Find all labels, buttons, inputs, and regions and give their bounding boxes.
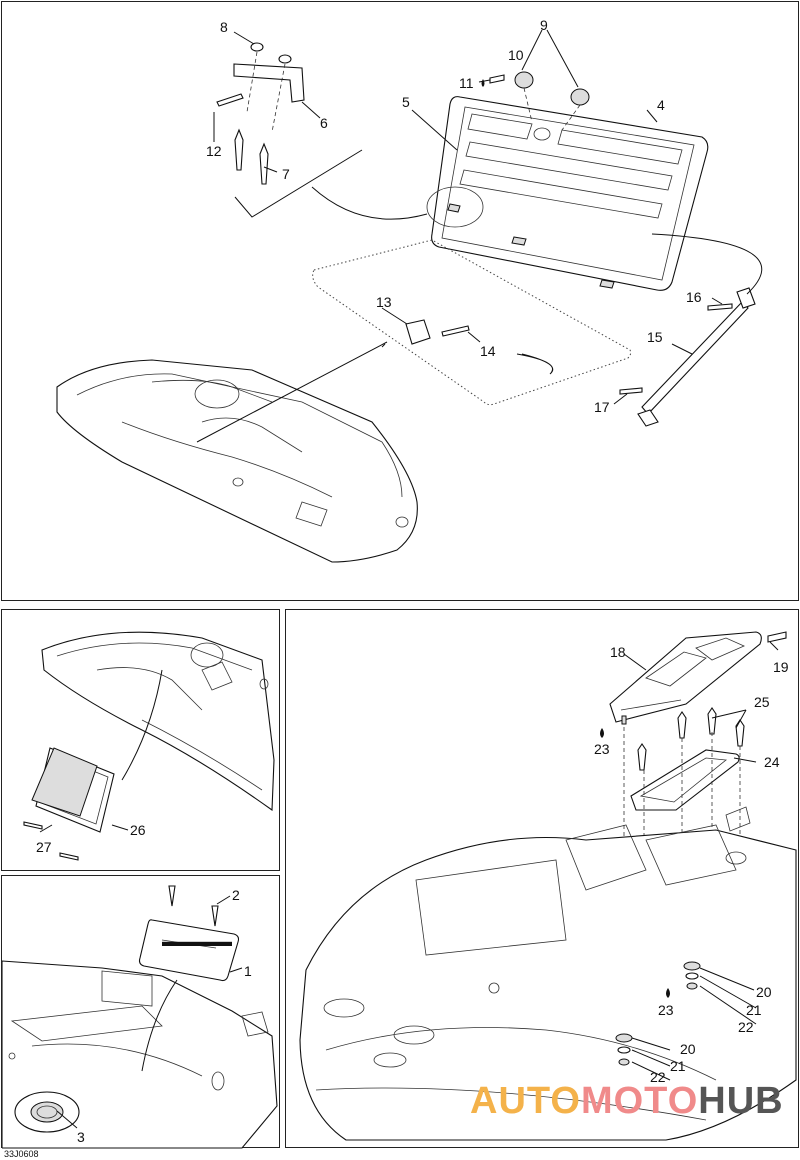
- callout-21-lower: 21: [670, 1058, 686, 1074]
- latch-knobs: [489, 29, 590, 131]
- callout-21-upper: 21: [746, 1002, 762, 1018]
- screw-2b: [211, 905, 219, 927]
- washer-stack-lower: [615, 1033, 633, 1066]
- screw-25b: [677, 711, 687, 739]
- hinge-bracket: [216, 42, 428, 220]
- callout-23-top: 23: [594, 741, 610, 757]
- callout-19: 19: [773, 659, 789, 675]
- screw-25d: [735, 719, 745, 747]
- callout-4: 4: [657, 97, 665, 113]
- boat-bow-view: [41, 631, 275, 812]
- callout-23-lower: 23: [658, 1002, 674, 1018]
- watermark-part-2: MOTO: [580, 1080, 699, 1122]
- callout-24: 24: [764, 754, 780, 770]
- callout-2: 2: [232, 887, 240, 903]
- deck-panel-drawing: 18 19 25 23 24 20 21 22 23 20 21 22: [299, 631, 797, 1141]
- callout-12: 12: [206, 143, 222, 159]
- callout-10: 10: [508, 47, 524, 63]
- hatch-cover-26: [31, 747, 115, 833]
- screw-25c: [707, 707, 717, 735]
- gas-spring: [516, 233, 763, 427]
- oil-drop-icon: [481, 79, 485, 87]
- callout-25: 25: [754, 694, 770, 710]
- callout-20-upper: 20: [756, 984, 772, 1000]
- callout-3: 3: [77, 1129, 85, 1145]
- callout-18: 18: [610, 644, 626, 660]
- callout-26: 26: [130, 822, 146, 838]
- boat-hull-top-view: [56, 341, 418, 563]
- screw-27b: [59, 852, 79, 861]
- deck-plate-1: ▬▬▬▬▬: [138, 919, 240, 982]
- callout-17: 17: [594, 399, 610, 415]
- watermark-text: AUTOMOTOHUB: [470, 1080, 784, 1123]
- callout-14: 14: [480, 343, 496, 359]
- rear-deck-panel: 18 19 25 23 24 20 21 22 23 20 21 22: [285, 609, 799, 1148]
- screw-27a: [23, 821, 43, 830]
- callout-16: 16: [686, 289, 702, 305]
- callout-15: 15: [647, 329, 663, 345]
- watermark-part-3: HUB: [698, 1080, 784, 1122]
- callout-11: 11: [459, 75, 474, 91]
- callout-22-upper: 22: [738, 1019, 754, 1035]
- boat-stern-deck: [299, 806, 797, 1141]
- deck-drain-3: [14, 1091, 80, 1133]
- oil-drop-icon-23a: [600, 728, 604, 738]
- washer-stack-upper: [683, 961, 701, 990]
- callout-7: 7: [282, 166, 290, 182]
- hatch-panel-drawing: 26 27: [23, 631, 275, 861]
- callout-22-lower: 22: [650, 1069, 666, 1085]
- cover-plate-panel: ▬▬▬▬▬ 2 1 3: [1, 875, 280, 1149]
- callout-20-lower: 20: [680, 1041, 696, 1057]
- top-callout-leaders: [213, 31, 723, 405]
- cover-panel-drawing: ▬▬▬▬▬ 2 1 3: [2, 885, 278, 1149]
- top-panel-drawing: 8 9 10 11 4 5 6 12 7 16 15 13 14 17: [56, 17, 763, 563]
- plate-logo: ▬▬▬▬▬: [162, 933, 232, 949]
- screw-25a: [637, 743, 647, 771]
- callout-8: 8: [220, 19, 228, 35]
- latch-and-screw: [405, 319, 470, 345]
- callout-6: 6: [320, 115, 328, 131]
- callout-13: 13: [376, 294, 392, 310]
- exploded-view-top-panel: 8 9 10 11 4 5 6 12 7 16 15 13 14 17: [1, 1, 799, 601]
- storage-tray-24: [630, 749, 740, 811]
- figure-code: 33J0608: [4, 1149, 39, 1159]
- inspection-hatch-panel: 26 27: [1, 609, 280, 871]
- screw-19: [767, 631, 787, 643]
- callout-9: 9: [540, 17, 548, 33]
- hatch-leader: [121, 669, 163, 781]
- callout-27: 27: [36, 839, 52, 855]
- callout-5: 5: [402, 94, 410, 110]
- watermark-part-1: AUTO: [470, 1080, 581, 1122]
- engine-cover-18: [609, 631, 762, 723]
- storage-hatch-panel: [426, 96, 709, 291]
- oil-drop-icon-23b: [666, 988, 670, 998]
- callout-1: 1: [244, 963, 252, 979]
- screw-2a: [168, 885, 176, 907]
